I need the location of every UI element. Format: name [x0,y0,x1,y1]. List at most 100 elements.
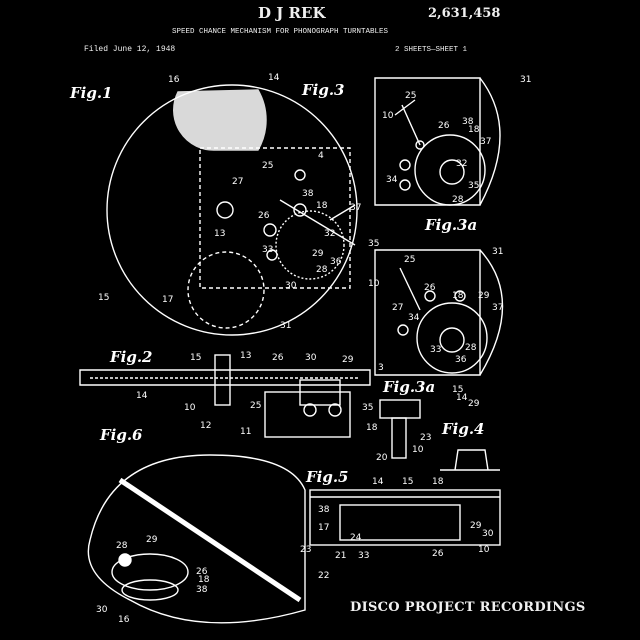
patent-number: 2,631,458 [428,6,501,21]
reference-numeral: 15 [402,477,413,487]
reference-numeral: 36 [455,355,467,365]
fig-label: Fig.4 [441,420,485,438]
reference-numeral: 38 [302,189,314,199]
reference-numeral: 18 [468,125,480,135]
reference-numeral: 31 [492,247,503,257]
reference-numeral: 29 [342,355,354,365]
reference-numeral: 23 [420,433,431,443]
reference-numeral: 3 [378,363,384,373]
reference-numeral: 37 [492,303,503,313]
reference-numeral: 10 [368,279,380,289]
turntable-platter-fig1 [106,84,358,336]
reference-numeral: 26 [272,353,284,363]
reference-numeral: 4 [318,151,324,161]
reference-numeral: 38 [462,117,474,127]
reference-numeral: 10 [478,545,490,555]
reference-numeral: 25 [262,161,273,171]
reference-numeral: 35 [468,181,479,191]
reference-numeral: 11 [240,427,251,437]
patent-title: SPEED CHANCE MECHANISM FOR PHONOGRAPH TU… [172,28,389,36]
inventor-name: D J REK [258,4,326,22]
reference-numeral: 10 [382,111,394,121]
reference-numeral: 25 [250,401,261,411]
reference-numeral: 30 [305,353,317,363]
reference-numeral: 29 [312,249,324,259]
reference-numeral: 25 [404,255,415,265]
reference-numeral: 37 [480,137,491,147]
reference-numeral: 35 [362,403,373,413]
reference-numeral: 18 [432,477,444,487]
reference-numeral: 29 [146,535,158,545]
reference-numeral: 33 [262,245,273,255]
reference-numeral: 17 [162,295,173,305]
reference-numeral: 15 [98,293,109,303]
reference-numeral: 18 [366,423,378,433]
reference-numeral: 22 [318,571,329,581]
reference-numeral: 15 [452,385,463,395]
reference-numeral: 31 [520,75,531,85]
reference-numeral: 37 [350,203,361,213]
reference-numeral: 30 [96,605,108,615]
fig-label: Fig.3 [301,81,345,99]
reference-numeral: 25 [405,91,416,101]
reference-numeral: 35 [368,239,379,249]
reference-numeral: 27 [232,177,243,187]
fig-label: Fig.3a [424,216,477,234]
fig-label: Fig.1 [69,84,113,102]
sheet-info: 2 SHEETS—SHEET 1 [395,46,468,54]
filed-date: Filed June 12, 1948 [84,45,176,54]
reference-numeral: 26 [432,549,444,559]
reference-numeral: 18 [452,291,464,301]
reference-numeral: 24 [350,533,362,543]
reference-numeral: 38 [196,585,208,595]
reference-numeral: 29 [468,399,480,409]
fig-label: Fig.6 [99,426,143,444]
reference-numeral: 34 [408,313,420,323]
fig-label: Fig.5 [305,468,349,486]
reference-numeral: 26 [424,283,436,293]
reference-numeral: 26 [438,121,450,131]
reference-numeral: 26 [258,211,270,221]
reference-numeral: 28 [316,265,328,275]
reference-numeral: 21 [335,551,346,561]
reference-numeral: 17 [318,523,329,533]
reference-numeral: 14 [136,391,148,401]
reference-numeral: 10 [184,403,196,413]
reference-numeral: 29 [478,291,490,301]
reference-numeral: 32 [456,159,467,169]
reference-numeral: 16 [168,75,180,85]
record-label: DISCO PROJECT RECORDINGS [350,600,586,615]
reference-numeral: 18 [316,201,328,211]
reference-numeral: 30 [482,529,494,539]
reference-numeral: 33 [430,345,441,355]
reference-numeral: 31 [280,321,291,331]
reference-numeral: 29 [470,521,482,531]
reference-numeral: 38 [318,505,330,515]
reference-numeral: 34 [386,175,398,185]
reference-numeral: 36 [330,257,342,267]
reference-numeral: 28 [116,541,128,551]
reference-numeral: 28 [465,343,477,353]
reference-numeral: 28 [452,195,464,205]
reference-numeral: 23 [300,545,311,555]
reference-numeral: 32 [324,229,335,239]
reference-numeral: 20 [376,453,388,463]
reference-numeral: 16 [118,615,130,625]
reference-numeral: 13 [214,229,225,239]
reference-numeral: 10 [412,445,424,455]
reference-numeral: 33 [358,551,369,561]
reference-numeral: 13 [240,351,251,361]
reference-numeral: 14 [456,393,468,403]
reference-numeral: 12 [200,421,211,431]
reference-numeral: 30 [285,281,297,291]
reference-numeral: 15 [190,353,201,363]
reference-numeral: 27 [392,303,403,313]
fig-label: Fig.3a [382,378,435,396]
fig-label: Fig.2 [109,348,153,366]
reference-numeral: 14 [372,477,384,487]
reference-numeral: 26 [196,567,208,577]
reference-numeral: 18 [198,575,210,585]
